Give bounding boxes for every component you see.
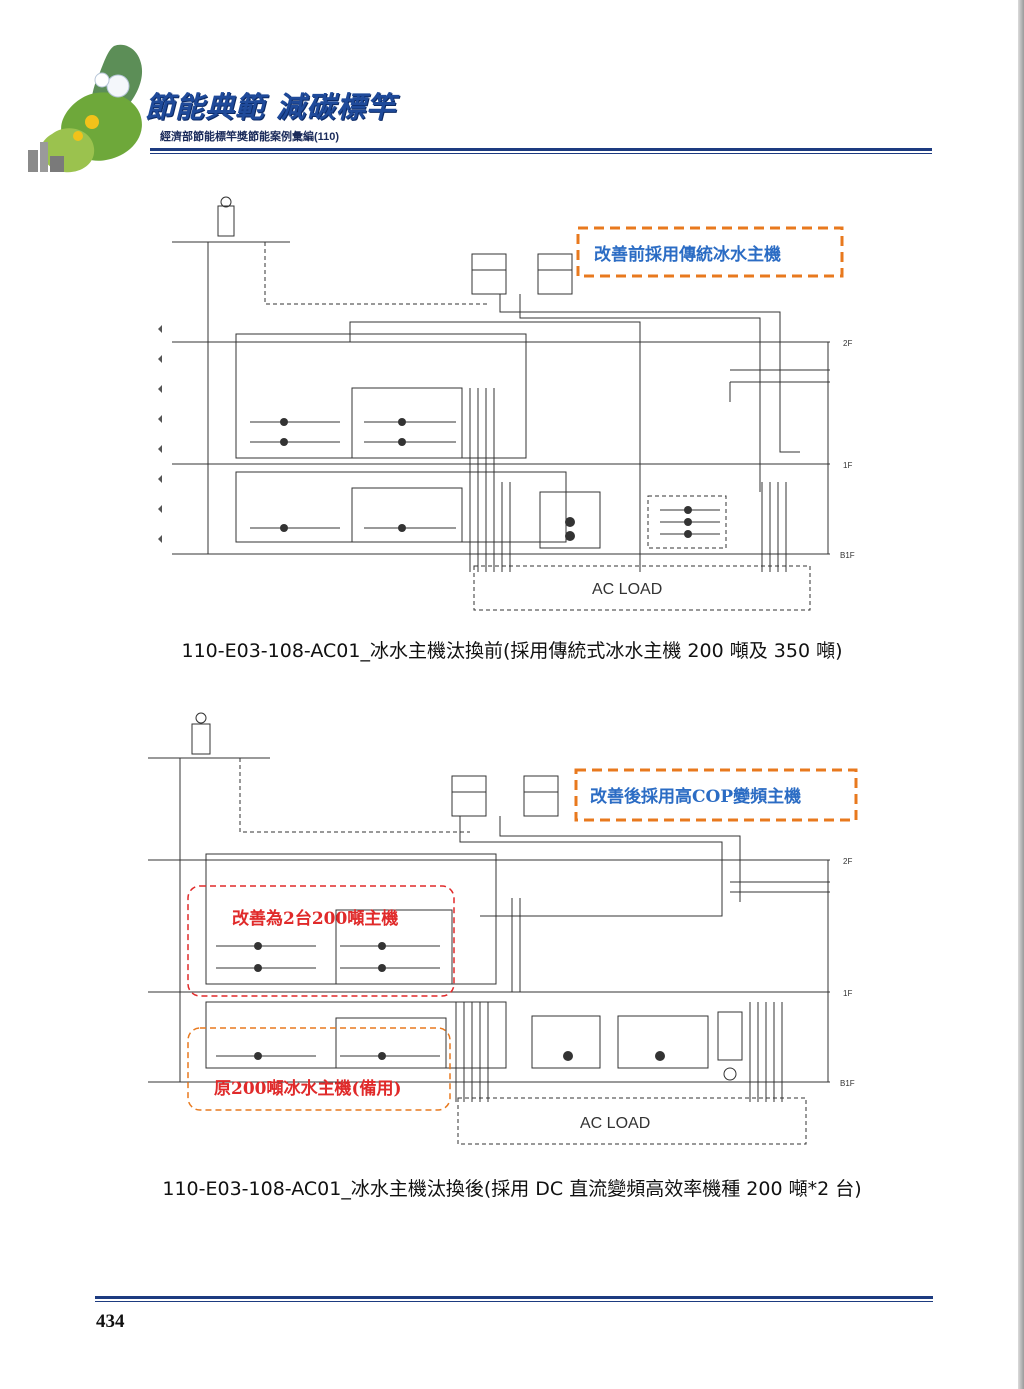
callout-box-after xyxy=(574,768,858,822)
ac-load-label: AC LOAD xyxy=(580,1115,650,1132)
floor-label-b1f: B1F xyxy=(840,551,855,560)
callout-red: 改善為2台200噸主機 xyxy=(232,908,398,929)
callout-before: 改善前採用傳統冰水主機 xyxy=(594,244,781,265)
page-edge-shadow xyxy=(1018,0,1024,1389)
publication-title: 節能典範 減碳標竿 xyxy=(145,90,397,124)
callout-box-before xyxy=(576,226,844,278)
callout-box-orange xyxy=(187,1027,451,1111)
callout-after: 改善後採用高COP變頻主機 xyxy=(590,786,801,807)
footer-rule xyxy=(95,1296,933,1299)
footer-rule-thin xyxy=(95,1301,933,1302)
page-header: 節能典範 減碳標竿 經濟部節能標竿獎節能案例彙編(110) xyxy=(0,0,1024,190)
floor-label-2f: 2F xyxy=(843,339,852,348)
header-rule-thin xyxy=(150,153,932,154)
caption-before: 110-E03-108-AC01_冰水主機汰換前(採用傳統式冰水主機 200 噸… xyxy=(181,640,843,662)
callout-box-red xyxy=(187,885,455,997)
floor-label-1f: 1F xyxy=(843,461,852,470)
publication-subtitle: 經濟部節能標竿獎節能案例彙編(110) xyxy=(160,131,340,143)
caption-after: 110-E03-108-AC01_冰水主機汰換後(採用 DC 直流變頻高效率機種… xyxy=(162,1178,862,1200)
floor-label-2f: 2F xyxy=(843,857,852,866)
ac-load-label: AC LOAD xyxy=(592,581,662,598)
floor-label-b1f: B1F xyxy=(840,1079,855,1088)
floor-label-1f: 1F xyxy=(843,989,852,998)
taiwan-leaf-logo xyxy=(28,44,143,173)
page-number: 434 xyxy=(96,1311,125,1332)
header-rule xyxy=(150,148,932,151)
callout-orange: 原200噸冰水主機(備用) xyxy=(214,1078,402,1099)
chiller-schematic-before: 2F 1F B1F AC LOAD 改善前採用傳統冰水主機 xyxy=(158,196,855,611)
chiller-schematic-after: 2F 1F B1F AC LOAD 改善後採用高COP變頻主機 改善為2台200… xyxy=(148,712,858,1145)
